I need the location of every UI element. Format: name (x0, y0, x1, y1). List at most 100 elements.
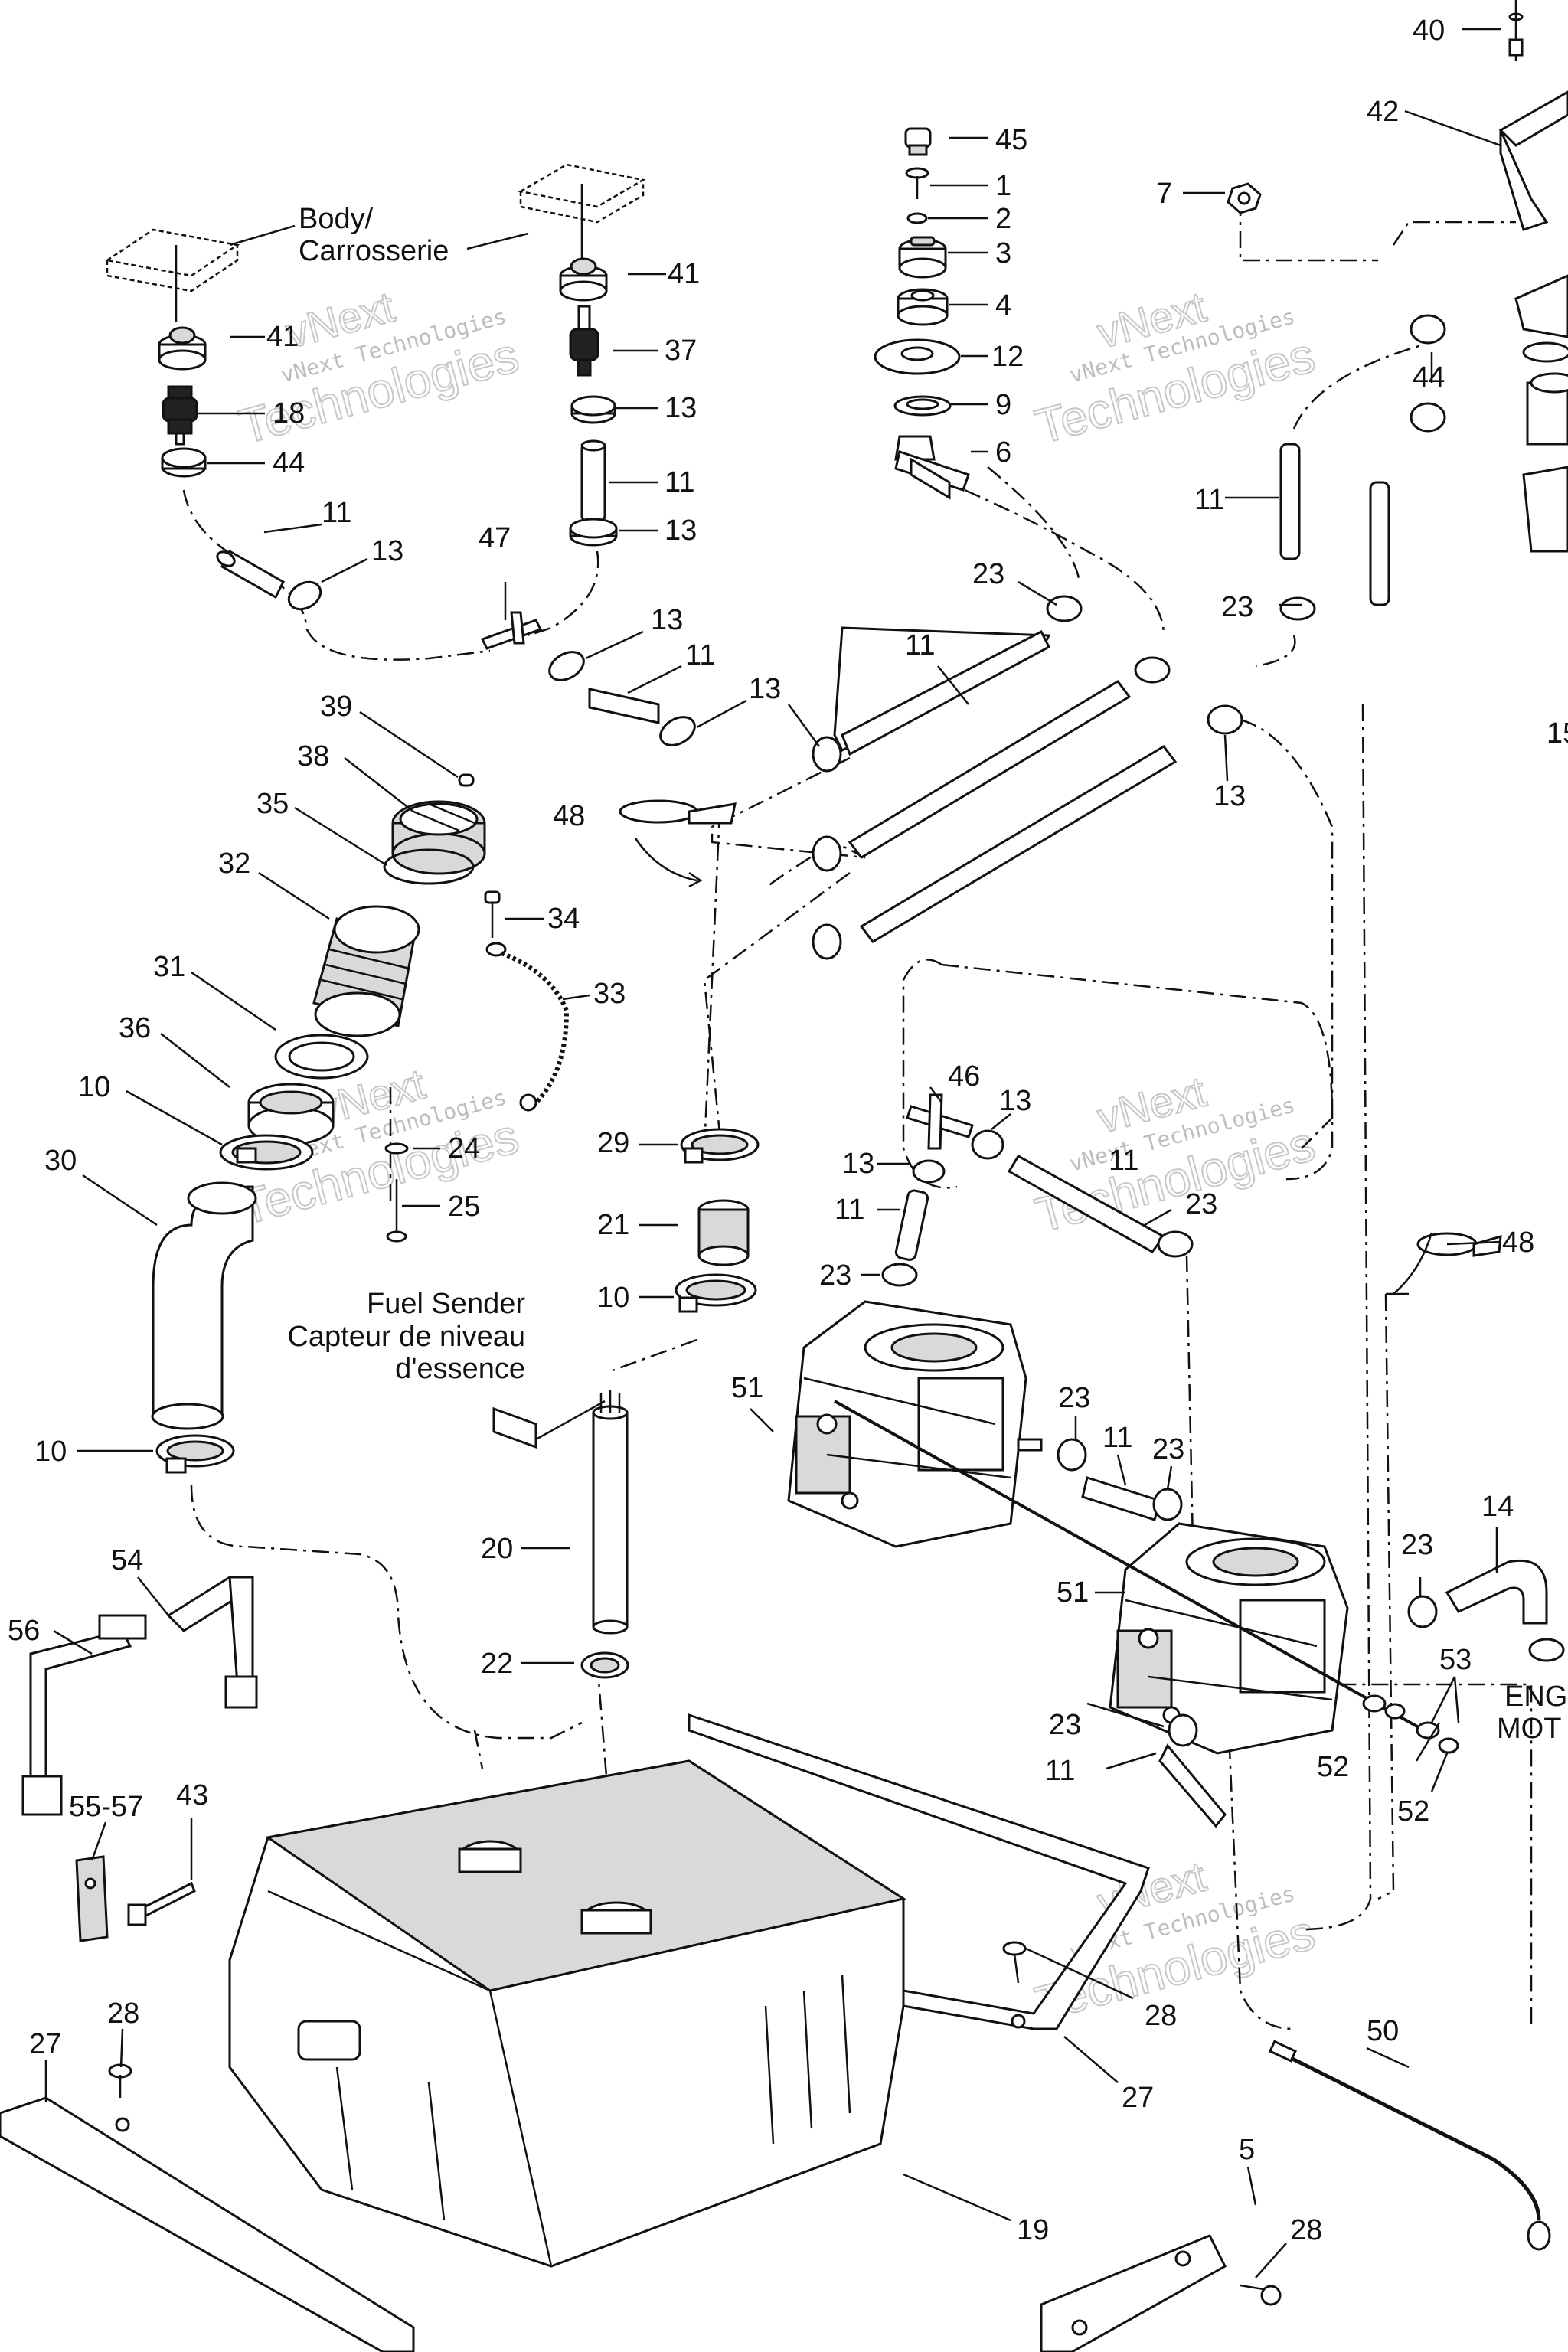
body-label-line1: Body/ (299, 203, 374, 235)
callout: 6 (995, 436, 1011, 469)
clamp-23-carb-d (1152, 1488, 1183, 1521)
callout: 41 (266, 321, 299, 353)
callout: 33 (593, 978, 626, 1010)
hose-11-carb-short (894, 1189, 929, 1261)
nut-7 (1227, 182, 1262, 214)
callout: 28 (107, 1998, 139, 2030)
callout: 50 (1367, 2015, 1399, 2047)
bracket-42 (1498, 90, 1568, 231)
callout: 43 (176, 1779, 208, 1811)
callout: 11 (322, 497, 351, 529)
callout: 42 (1367, 96, 1399, 128)
o-ring-35 (383, 848, 475, 885)
callout: 11 (1102, 1422, 1132, 1454)
callout: 2 (995, 203, 1011, 235)
callout: 13 (1214, 780, 1246, 812)
carburetor-upper (787, 1300, 1043, 1548)
callout: 56 (8, 1615, 40, 1647)
callout: 13 (651, 604, 683, 636)
callout: 22 (481, 1648, 513, 1680)
callout: 1 (995, 170, 1011, 202)
callout: 7 (1156, 178, 1172, 210)
callout: 13 (842, 1148, 874, 1180)
hose-11-long-3 (859, 745, 1178, 943)
callout: 38 (297, 740, 329, 773)
clamp-23-carb-e (1407, 1595, 1438, 1628)
clamp-10-sender (675, 1273, 757, 1313)
t-fitting-47 (480, 611, 543, 650)
callout: 52 (1397, 1795, 1429, 1828)
elbow-hose-14 (1445, 1559, 1548, 1625)
clamp-23-carb-a (1157, 1230, 1194, 1258)
clamp-13-d (548, 651, 585, 681)
screw-28-right (1240, 2284, 1282, 2306)
engine-label: ENG MOT (1497, 1681, 1567, 1745)
callout: 4 (995, 289, 1011, 322)
fill-hose-30 (151, 1181, 257, 1430)
callout: 44 (1413, 361, 1445, 394)
screw-24-25 (384, 1142, 409, 1243)
clamp-23-carb-f (1168, 1713, 1198, 1747)
clamp-23-a (1046, 595, 1083, 622)
cable-50 (1268, 2040, 1551, 2251)
callout: 3 (995, 237, 1011, 270)
callout: 11 (685, 639, 715, 671)
callout: 23 (972, 558, 1004, 590)
callout: 53 (1439, 1644, 1472, 1676)
clamp-44-lower (1410, 402, 1446, 433)
body-label: Body/ Carrosserie (229, 203, 529, 267)
fuel-sender-label-line3: d'essence (395, 1353, 525, 1385)
callout: 37 (665, 335, 697, 367)
callout: 24 (448, 1132, 480, 1165)
callout: 5 (1239, 2134, 1255, 2166)
gasket-22 (580, 1651, 629, 1679)
clamp-44-upper (1410, 314, 1446, 345)
grommet-41-right (559, 257, 608, 302)
washer-2 (906, 212, 928, 224)
callout: 13 (749, 673, 781, 705)
callout: 41 (668, 258, 700, 290)
callout: 23 (1152, 1433, 1184, 1465)
callout: 12 (991, 341, 1024, 373)
callout: 23 (1185, 1188, 1217, 1220)
retaining-nut-36 (247, 1083, 335, 1145)
clamp-13-e (659, 716, 696, 746)
callout: 30 (44, 1145, 77, 1177)
callout: 11 (1194, 484, 1224, 516)
callout: 20 (481, 1533, 513, 1565)
callout: 28 (1290, 2214, 1322, 2246)
callout-numbers: 40 42 7 45 1 2 3 4 12 9 6 41 41 37 18 44… (8, 15, 1568, 2246)
buckle-55-57 (75, 1855, 109, 1942)
engine-label-line1: ENG (1504, 1681, 1567, 1713)
callout: 10 (597, 1282, 629, 1314)
screw-40 (1508, 0, 1524, 61)
callout: 51 (731, 1372, 763, 1404)
fuel-tank-19 (228, 1759, 906, 2268)
clamp-23-carb-b (881, 1263, 918, 1287)
clamp-23-c (1279, 596, 1316, 621)
screw-28-left (108, 2063, 132, 2098)
callout: 13 (665, 514, 697, 547)
callout: 10 (78, 1071, 110, 1103)
callout: 44 (273, 447, 305, 479)
strap-56 (21, 1614, 147, 1816)
grommet-41-left (158, 326, 207, 371)
callout: 36 (119, 1012, 151, 1044)
hose-11-long-2 (848, 680, 1132, 859)
callout: 29 (597, 1127, 629, 1159)
clamp-23-carb-c (1057, 1438, 1087, 1472)
callout: 45 (995, 124, 1027, 156)
hose-11-vertical-right-b (1369, 481, 1390, 606)
callout: 11 (905, 629, 935, 662)
callout: 13 (371, 535, 403, 567)
callout: 11 (1045, 1755, 1075, 1787)
fuel-valve-6 (894, 435, 970, 500)
hose-11-diag-short (588, 688, 660, 724)
cap-screw-45 (904, 127, 932, 156)
callout: 28 (1145, 2000, 1177, 2032)
tie-strap-48-right (1393, 1232, 1502, 1295)
clamp-13-b (569, 518, 618, 547)
callout: 14 (1481, 1491, 1514, 1523)
strap-54 (166, 1576, 258, 1709)
